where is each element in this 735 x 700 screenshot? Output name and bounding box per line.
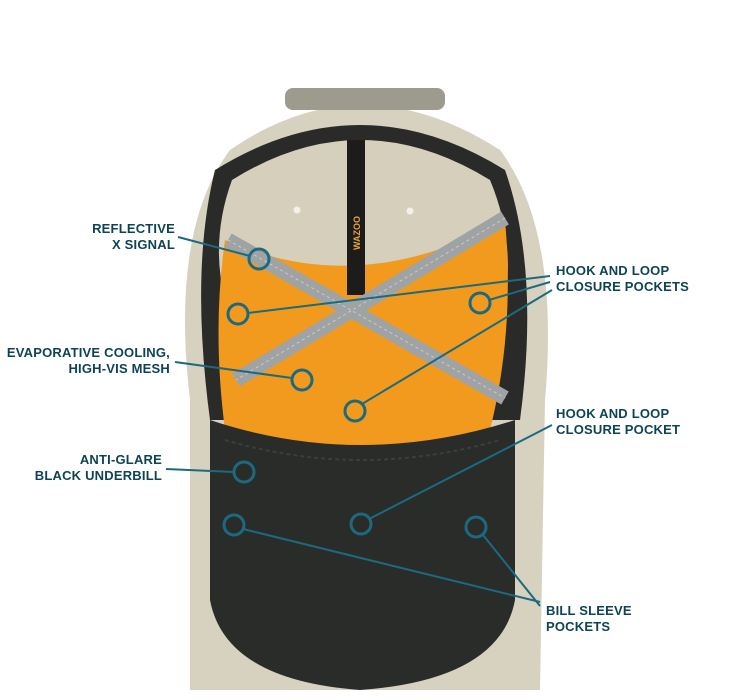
marker-bill-pocket [349,512,373,536]
label-line: CLOSURE POCKET [556,422,681,437]
marker-pocket-center [343,399,367,423]
label-line: X SIGNAL [112,237,175,252]
marker-pocket-right [468,291,492,315]
underbill [210,420,515,690]
marker-reflective [247,247,271,271]
marker-underbill [232,460,256,484]
back-strap [285,88,445,110]
label-line: POCKETS [546,619,611,634]
marker-pocket-left [226,302,250,326]
strap-logo: WAZOO [352,216,362,250]
label-line: EVAPORATIVE COOLING, [6,345,170,360]
label-line: REFLECTIVE [92,221,175,236]
label-line: BLACK UNDERBILL [34,468,162,483]
label-line: HOOK AND LOOP [556,263,670,278]
label-line: CLOSURE POCKETS [556,279,690,294]
callout-lines [165,236,553,607]
strap-label [347,140,365,295]
label-line: HOOK AND LOOP [556,406,670,421]
marker-sleeve-right [464,515,488,539]
callout-markers [222,247,492,539]
label-cooling-mesh: EVAPORATIVE COOLING,HIGH-VIS MESH [7,345,170,377]
label-line: HIGH-VIS MESH [68,361,170,376]
marker-mesh [290,368,314,392]
marker-sleeve-left [222,513,246,537]
label-line: ANTI-GLARE [79,452,162,467]
label-line: BILL SLEEVE [546,603,632,618]
